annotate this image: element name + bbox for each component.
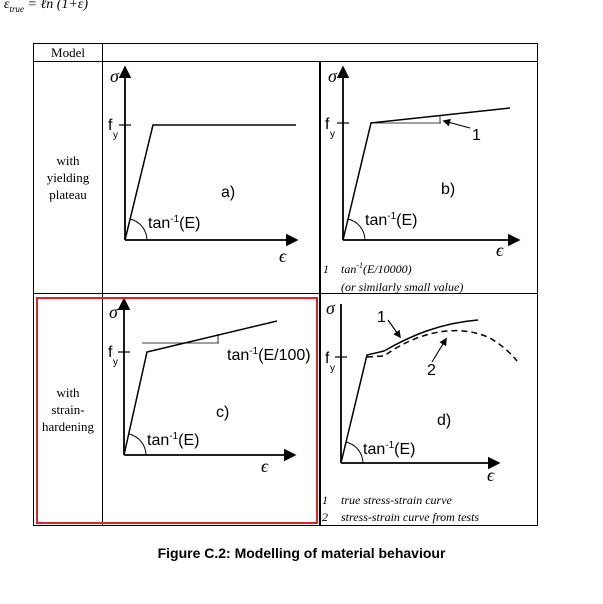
row-label-strain-hardening: with strain- hardening	[33, 293, 103, 526]
column-divider	[319, 62, 321, 526]
panel-b-note-line2: (or similarly small value)	[341, 280, 463, 294]
row2-line1: with	[56, 385, 80, 400]
panel-b-fy: f	[325, 116, 330, 133]
panel-b-note-number: 1	[323, 262, 329, 276]
panel-d: σ f y 1 2 d) tan-1(E) ϵ 1 true stress-st…	[322, 298, 518, 524]
panel-d-test-curve	[366, 329, 518, 362]
panel-d-angle-arc	[345, 441, 364, 464]
panel-d-marker-2: 2	[427, 362, 436, 379]
panel-d-note1-number: 1	[322, 493, 328, 507]
panel-d-angle-label: tan-1(E)	[363, 440, 415, 458]
panel-a: σ f y a) tan-1(E) ϵ	[108, 65, 299, 266]
panel-c-angle-arc	[128, 433, 147, 456]
panel-d-leader-2	[431, 337, 447, 363]
panel-d-tag: d)	[437, 412, 451, 429]
panel-b: σ f y 1 b) tan-1(E) ϵ 1 tan-1(E/10000) (…	[323, 65, 521, 294]
panel-a-sigma: σ	[110, 66, 120, 86]
row2-line2: strain-	[51, 402, 85, 417]
panel-b-sigma: σ	[328, 66, 338, 86]
panel-c-fy-sub: y	[113, 357, 118, 368]
panel-c-tag: c)	[216, 404, 229, 421]
panel-a-angle-label: tan-1(E)	[148, 214, 200, 232]
panel-d-epsilon: ϵ	[487, 465, 495, 485]
formula-lhs: ε	[4, 0, 10, 12]
panel-c-fy: f	[108, 344, 113, 361]
header-model: Model	[51, 44, 85, 60]
row1-line1: with	[56, 153, 80, 168]
panel-c-curve	[123, 320, 278, 456]
panel-a-fy-sub: y	[113, 130, 118, 141]
panel-a-epsilon: ϵ	[279, 246, 287, 266]
panel-a-angle-arc	[129, 218, 148, 241]
panel-b-fy-sub: y	[330, 129, 335, 140]
panel-c-hardening-label: tan-1(E/100)	[227, 346, 311, 364]
panel-b-leader	[442, 118, 471, 129]
panel-b-tag: b)	[441, 181, 455, 198]
row2-line3: hardening	[42, 419, 94, 434]
panel-a-fy: f	[108, 117, 113, 134]
panel-d-fy-sub: y	[330, 363, 335, 374]
panel-c: σ f y tan-1(E/100) c) tan-1(E) ϵ	[108, 297, 311, 476]
row-label-yielding-plateau: with yielding plateau	[33, 61, 103, 294]
panel-b-marker-1: 1	[472, 127, 481, 144]
formula-lhs-subscript: true	[9, 3, 25, 14]
panel-d-marker-1: 1	[377, 309, 386, 326]
panel-b-note-line1: tan-1(E/10000)	[341, 261, 412, 276]
panel-a-tag: a)	[221, 184, 235, 201]
panel-b-angle-label: tan-1(E)	[365, 211, 417, 229]
panel-d-note2-text: stress-strain curve from tests	[341, 510, 479, 524]
panel-c-epsilon: ϵ	[261, 456, 269, 476]
panel-d-true-curve	[340, 319, 479, 464]
row1-line3: plateau	[49, 187, 87, 202]
panel-d-note1-text: true stress-strain curve	[341, 493, 453, 507]
panel-a-curve	[124, 124, 296, 241]
panel-b-angle-arc	[347, 218, 366, 241]
figure-caption: Figure C.2: Modelling of material behavi…	[157, 545, 446, 561]
panel-d-leader-1	[387, 319, 401, 339]
true-strain-formula: εtrue = ℓn (1+ε)	[4, 0, 88, 14]
row1-line2: yielding	[46, 170, 90, 185]
panel-d-fy: f	[325, 350, 330, 367]
panel-d-note2-number: 2	[322, 510, 328, 524]
panel-c-angle-label: tan-1(E)	[147, 431, 199, 449]
panel-d-sigma: σ	[326, 298, 336, 318]
formula-rhs: = ℓn (1+ε)	[27, 0, 89, 12]
panel-c-sigma: σ	[109, 302, 119, 322]
panel-b-epsilon: ϵ	[496, 240, 504, 260]
